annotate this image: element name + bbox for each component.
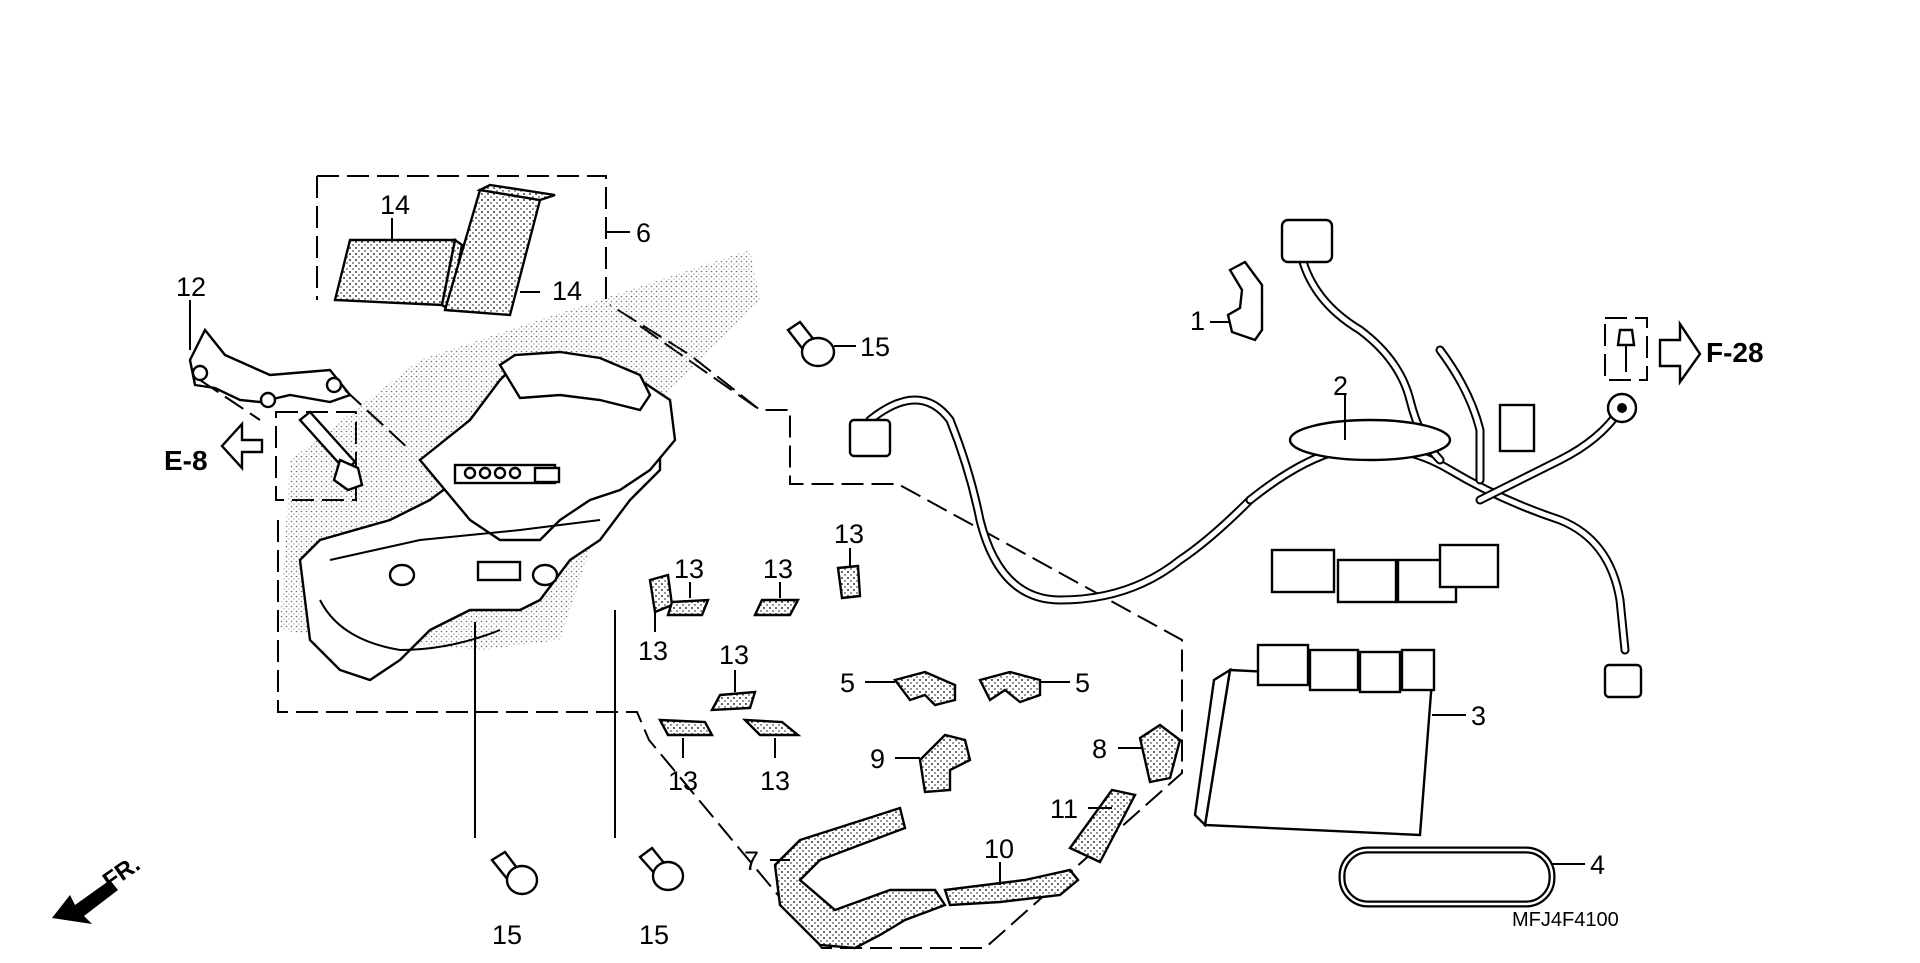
callout-10: 10 [984, 834, 1014, 864]
callout-14b: 14 [552, 276, 582, 306]
reference-arrow-left [220, 420, 264, 472]
part-8-pad [1118, 723, 1182, 784]
reference-label-left: E-8 [164, 445, 208, 476]
callout-9: 9 [870, 744, 885, 774]
front-direction-arrow-icon [52, 880, 118, 924]
part-15-bolts [474, 320, 856, 896]
part-5-clips [865, 670, 1070, 707]
callout-3: 3 [1471, 701, 1486, 731]
battery-tray [298, 350, 677, 682]
part-10-strip [943, 862, 1080, 907]
part-1-clamp [1210, 260, 1264, 342]
callout-7: 7 [744, 846, 759, 876]
callout-14a: 14 [380, 190, 410, 220]
part-11-strip [1068, 788, 1137, 864]
callout-13d: 13 [638, 636, 668, 666]
diagram-code: MFJ4F4100 [1512, 909, 1619, 931]
callout-15b: 15 [492, 920, 522, 950]
callout-15a: 15 [860, 332, 890, 362]
callout-11: 11 [1050, 794, 1078, 824]
callout-13e: 13 [719, 640, 749, 670]
callout-15c: 15 [639, 920, 669, 950]
callout-13c: 13 [834, 519, 864, 549]
reference-arrow-right [1616, 320, 1702, 386]
reference-arrow-icon [220, 420, 264, 472]
reference-label-right: F-28 [1706, 337, 1764, 368]
part-4-band [1338, 846, 1585, 908]
bolt-reference-box-right [1604, 317, 1648, 381]
group-boundary-6 [316, 175, 630, 305]
part-14-foam-blocks [333, 183, 556, 317]
callout-5-right: 5 [1075, 668, 1090, 698]
callout-8: 8 [1092, 734, 1107, 764]
part-7-strip [770, 806, 947, 950]
reference-arrow-icon [1658, 320, 1702, 386]
callout-12: 12 [176, 272, 206, 302]
part-12-bracket [188, 300, 411, 492]
callout-13g: 13 [760, 766, 790, 796]
bolt-bottom-right [614, 610, 685, 892]
callout-2: 2 [1333, 371, 1348, 401]
callout-13f: 13 [668, 766, 698, 796]
callout-13a: 13 [674, 554, 704, 584]
callout-6: 6 [636, 218, 651, 248]
part-9-pad [895, 733, 972, 794]
callout-5-left: 5 [840, 668, 855, 698]
bolt-bottom-left [474, 622, 539, 896]
main-assembly-boundary [277, 304, 1183, 949]
part-2-wire-harness [848, 218, 1643, 699]
callout-13b: 13 [763, 554, 793, 584]
part-13-foam-pads [648, 564, 862, 737]
part-3-ecu [1193, 643, 1466, 837]
callout-1: 1 [1190, 306, 1205, 336]
callout-4: 4 [1590, 850, 1605, 880]
leader-lines-13 [654, 548, 851, 758]
bolt-top [786, 320, 856, 368]
